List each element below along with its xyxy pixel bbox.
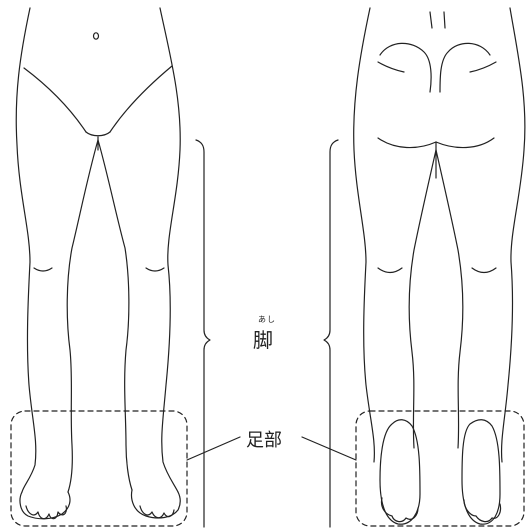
front-crotch (86, 132, 110, 136)
back-gluteal-fold-left (378, 138, 436, 148)
back-view-figure (354, 8, 525, 524)
back-left-inner (409, 150, 436, 448)
front-groin-left (24, 68, 86, 132)
back-right-sole (462, 420, 500, 524)
back-left-sole-toes (381, 498, 418, 522)
front-view-figure (16, 8, 180, 519)
back-right-outline (502, 8, 525, 462)
back-right-inner (436, 150, 463, 448)
back-left-outline (354, 8, 375, 462)
front-left-outline (16, 8, 36, 492)
spine-line-2 (444, 12, 445, 28)
foot-region-box-front (11, 411, 187, 526)
front-right-outline (160, 8, 180, 492)
leg-bracket-right (324, 140, 338, 527)
back-gluteal-fold-right (436, 138, 494, 148)
leg-label: 脚 (253, 324, 273, 353)
back-buttock-left (380, 43, 431, 92)
front-knee-left (34, 268, 52, 271)
front-knee-right (146, 268, 164, 271)
back-knee-left (378, 268, 402, 273)
leg-bracket-left (196, 140, 210, 527)
back-right-sole-toes (464, 500, 501, 522)
back-buttock-right-curve (470, 62, 496, 72)
back-knee-right (472, 268, 496, 273)
foot-label: 足部 (246, 426, 282, 452)
front-groin-right (110, 66, 172, 132)
foot-leader-left (187, 437, 240, 460)
back-buttock-right (440, 43, 490, 92)
spine-line-1 (430, 12, 432, 28)
front-left-inner (67, 140, 98, 492)
foot-leader-right (302, 437, 356, 460)
navel (94, 33, 99, 39)
front-right-inner (98, 140, 132, 490)
back-buttock-left-curve (378, 62, 404, 72)
